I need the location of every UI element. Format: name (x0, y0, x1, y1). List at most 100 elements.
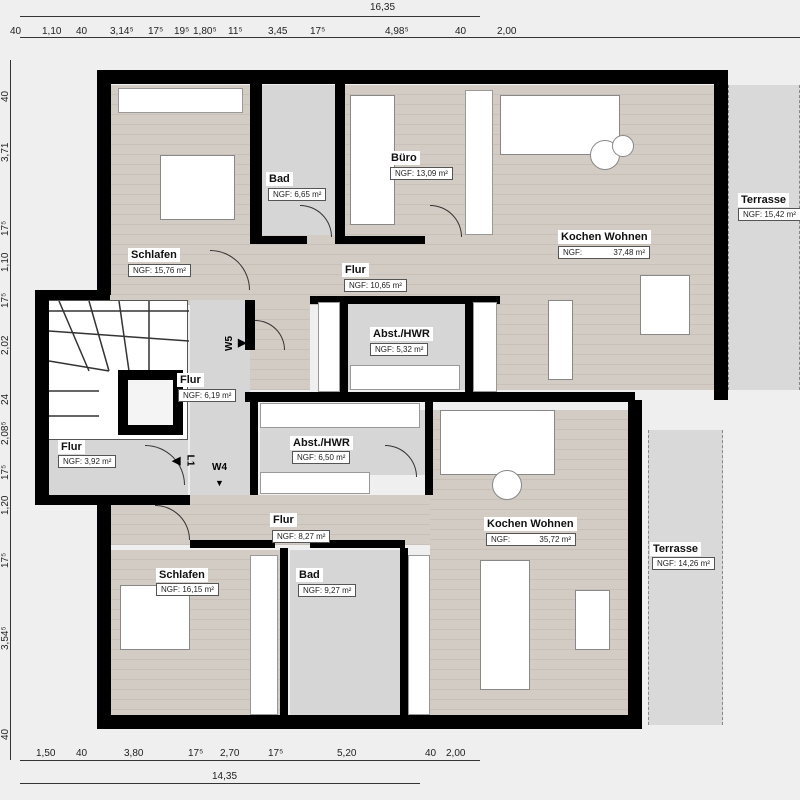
wardrobe (318, 302, 340, 392)
room-area: NGF: 6,50 m² (292, 451, 351, 464)
room-area: NGF: 16,15 m² (156, 583, 219, 596)
arrow-right-icon: ▶ (238, 337, 247, 349)
stairs-icon (48, 300, 190, 417)
room-label: Kochen Wohnen (558, 230, 651, 244)
marker-w4: W4 (212, 462, 227, 473)
kitchen-island-lower (480, 560, 530, 690)
dimension-line (20, 760, 480, 761)
room-area: NGF: 9,27 m² (298, 584, 357, 597)
dim-bottom: 3,80 (124, 748, 144, 759)
dim-top: 17⁵ (148, 26, 164, 37)
dining-table-lower (575, 590, 610, 650)
dimension-line (20, 16, 480, 17)
room-label: Kochen Wohnen (484, 517, 577, 531)
arrow-down-icon: ▼ (215, 478, 224, 488)
room-area: NGF: 15,76 m² (128, 264, 191, 277)
room-area: NGF:37,48 m² (558, 246, 650, 259)
room-bad-upper (262, 85, 337, 235)
room-label: Bad (296, 568, 323, 582)
storage-shelf (350, 365, 460, 390)
wall (465, 300, 473, 395)
dim-bottom: 40 (76, 748, 88, 759)
wall (425, 400, 433, 495)
room-area: NGF: 6,19 m² (178, 389, 237, 402)
wall (280, 548, 288, 718)
dim-bottom: 5,20 (337, 748, 357, 759)
dim-left: 40 (0, 728, 11, 740)
wall (310, 296, 500, 304)
kitchen-counter-upper (548, 300, 573, 380)
dining-table-upper (640, 275, 690, 335)
dim-left: 17⁵ (0, 552, 11, 568)
dim-left: 2,02 (0, 335, 11, 355)
wall (97, 500, 111, 728)
wall (35, 290, 110, 300)
wall (190, 540, 275, 548)
room-label: Abst./HWR (290, 436, 353, 450)
dim-left: 1,20 (0, 495, 11, 515)
dim-bottom: 17⁵ (188, 748, 204, 759)
wall (35, 290, 49, 505)
dim-left: 1,10 (0, 252, 11, 272)
marker-l1: L1 (184, 454, 196, 467)
arrow-left-icon: ◀ (172, 455, 181, 467)
wall (245, 300, 255, 350)
dim-left: 17⁵ (0, 464, 11, 480)
wall (245, 392, 635, 402)
wall (340, 300, 348, 395)
table-round-icon (492, 470, 522, 500)
dimension-line (20, 783, 420, 784)
sofa-lower (440, 410, 555, 475)
dim-bottom: 2,70 (220, 748, 240, 759)
dim-bottom-total: 14,35 (212, 771, 238, 782)
room-label: Flur (177, 373, 204, 387)
room-area: NGF: 5,32 m² (370, 343, 429, 356)
room-label: Schlafen (156, 568, 208, 582)
dim-top: 2,00 (497, 26, 517, 37)
dim-bottom: 2,00 (446, 748, 466, 759)
dim-left: 3,54⁵ (0, 626, 11, 650)
wall (400, 548, 408, 718)
wall (345, 236, 425, 244)
wall (250, 84, 262, 244)
room-area: NGF: 3,92 m² (58, 455, 117, 468)
room-area: NGF: 6,65 m² (268, 188, 327, 201)
dim-left: 2,08⁵ (0, 421, 11, 445)
storage-shelf (260, 472, 370, 494)
wall (335, 84, 345, 244)
room-label: Flur (270, 513, 297, 527)
room-area: NGF: 13,09 m² (390, 167, 453, 180)
dim-left: 3,71 (0, 142, 11, 162)
room-label: Büro (388, 151, 420, 165)
room-area: NGF: 10,65 m² (344, 279, 407, 292)
dim-top: 3,45 (268, 26, 288, 37)
wall (97, 70, 111, 295)
wall (628, 400, 642, 728)
desk (350, 95, 395, 225)
bed-upper (160, 155, 235, 220)
dim-top: 17⁵ (310, 26, 326, 37)
room-label: Schlafen (128, 248, 180, 262)
marker-w5: W5 (224, 336, 235, 351)
room-area: NGF:35,72 m² (486, 533, 576, 546)
terrace-upper (728, 85, 800, 390)
room-area: NGF: 8,27 m² (272, 530, 331, 543)
dimension-line (10, 60, 11, 760)
wardrobe (465, 90, 493, 235)
wardrobe (408, 555, 430, 715)
dim-top: 1,10 (42, 26, 62, 37)
wall (97, 715, 642, 729)
wall (310, 540, 405, 548)
dim-top-total: 16,35 (370, 2, 396, 13)
wall (250, 400, 258, 495)
dim-top: 1,80⁵ (193, 26, 217, 37)
terrace-lower (648, 430, 723, 725)
dim-top: 11⁵ (228, 26, 243, 37)
wall (97, 70, 727, 84)
room-label: Terrasse (738, 193, 790, 207)
dim-top: 40 (76, 26, 88, 37)
dim-top: 40 (10, 26, 22, 37)
dim-bottom: 17⁵ (268, 748, 284, 759)
room-label: Flur (342, 263, 369, 277)
dim-top: 19⁵ (174, 26, 190, 37)
